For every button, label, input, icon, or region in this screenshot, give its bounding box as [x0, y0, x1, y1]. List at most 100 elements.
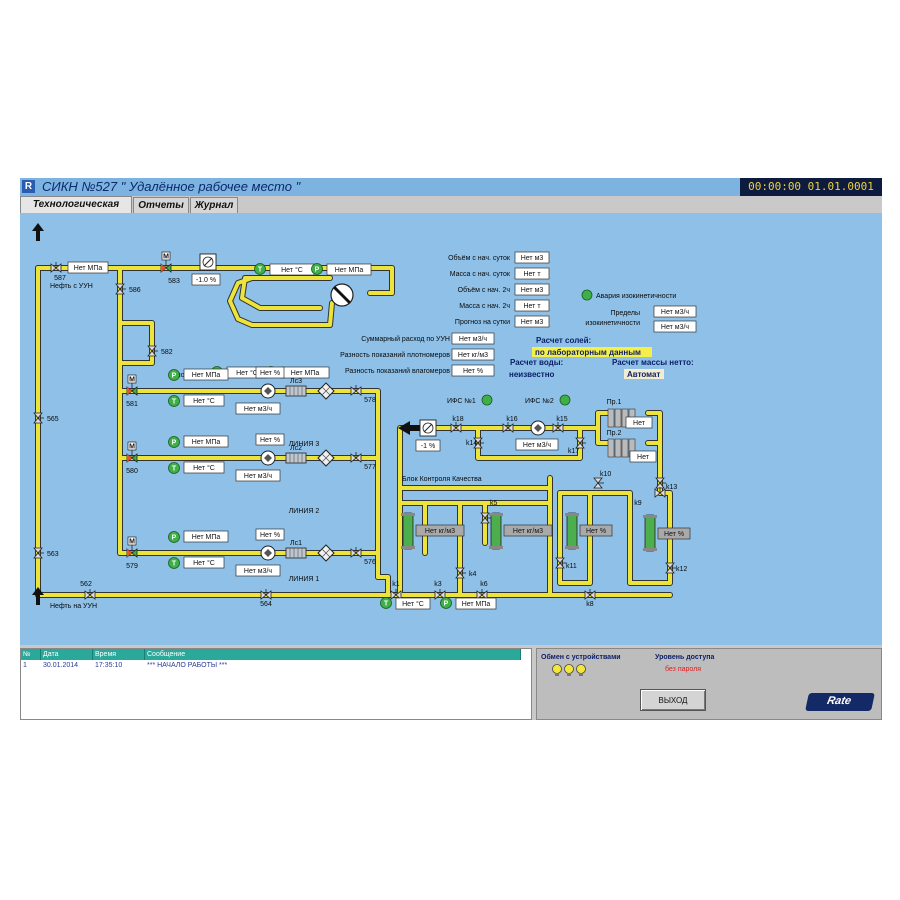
water-cut-line2-value[interactable]: Нет %: [255, 433, 285, 446]
valve-k16[interactable]: [502, 422, 514, 433]
summary-value-2[interactable]: Нет м3: [514, 283, 550, 296]
prover-2[interactable]: [607, 438, 636, 458]
flow-meter-line1[interactable]: [260, 545, 276, 561]
log-col-date[interactable]: Дата: [41, 649, 93, 660]
pressure-line1-value[interactable]: Нет МПа: [183, 530, 229, 543]
valve-576[interactable]: [350, 547, 362, 558]
regulator-2-value[interactable]: -1 %: [415, 439, 441, 452]
densitometer-2-icon[interactable]: [489, 512, 503, 550]
valve-562[interactable]: [84, 589, 96, 600]
pressure-indicator-bkk[interactable]: P: [440, 597, 452, 609]
valve-k5[interactable]: [480, 512, 491, 524]
isokinetic-limit-2[interactable]: Нет м3/ч: [653, 320, 697, 333]
temp-indicator-line2[interactable]: T: [168, 462, 180, 474]
valve-564[interactable]: [260, 589, 272, 600]
valve-k15[interactable]: [552, 422, 564, 433]
densitometer-line1[interactable]: [285, 547, 307, 559]
temp-indicator-top[interactable]: T: [254, 263, 266, 275]
valve-k4[interactable]: [455, 567, 466, 579]
flow-value-2[interactable]: Нет %: [451, 364, 495, 377]
valve-587[interactable]: [50, 262, 62, 273]
log-col-message[interactable]: Сообщение: [145, 649, 521, 660]
tab-tech-scheme[interactable]: Технологическая схема: [20, 196, 132, 225]
flow-meter-bkk[interactable]: [530, 420, 546, 436]
filter-line1-icon[interactable]: [317, 544, 335, 562]
valve-k3[interactable]: [434, 589, 446, 600]
pressure-bil-value[interactable]: Нет МПа: [280, 366, 330, 379]
temp-top-value[interactable]: Нет °С: [269, 263, 315, 276]
valve-k1[interactable]: [390, 589, 402, 600]
pressure-indicator-line1[interactable]: P: [168, 531, 180, 543]
motor-valve-579[interactable]: M: [126, 536, 138, 558]
filter-line3-icon[interactable]: [317, 382, 335, 400]
pressure-top-value[interactable]: Нет МПа: [326, 263, 372, 276]
densitometer-line3[interactable]: [285, 385, 307, 397]
motor-valve-580[interactable]: M: [126, 441, 138, 463]
flow-bkk-value[interactable]: Нет м3/ч: [515, 438, 559, 451]
prover-2-value[interactable]: Нет: [629, 450, 657, 463]
flow-value-1[interactable]: Нет кг/м3: [451, 348, 495, 361]
valve-k6[interactable]: [476, 589, 488, 600]
valve-586[interactable]: [115, 283, 126, 295]
flow-line2-value[interactable]: Нет м3/ч: [235, 469, 281, 482]
density-2-value[interactable]: Нет кг/м3: [503, 524, 553, 537]
moisture-meter-1-icon[interactable]: [565, 512, 579, 550]
valve-563[interactable]: [33, 547, 44, 559]
filter-line2-icon[interactable]: [317, 449, 335, 467]
regulator-icon[interactable]: [199, 253, 217, 271]
pressure-587-value[interactable]: Нет МПа: [67, 261, 109, 274]
log-col-number[interactable]: №: [21, 649, 41, 660]
valve-k12[interactable]: [665, 562, 676, 574]
valve-k13[interactable]: [655, 477, 666, 489]
exit-button[interactable]: ВЫХОД: [640, 689, 706, 711]
temp-indicator-bkk[interactable]: T: [380, 597, 392, 609]
log-col-time[interactable]: Время: [93, 649, 145, 660]
valve-578[interactable]: [350, 385, 362, 396]
water-cut-line3-value[interactable]: Нет %: [255, 366, 285, 379]
flow-meter-line2[interactable]: [260, 450, 276, 466]
tab-journal[interactable]: Журнал: [190, 197, 238, 213]
flow-meter-line3[interactable]: [260, 383, 276, 399]
moisture-2-value[interactable]: Нет %: [657, 527, 691, 540]
density-1-value[interactable]: Нет кг/м3: [415, 524, 465, 537]
pressure-indicator-line3[interactable]: P: [168, 369, 180, 381]
valve-k11[interactable]: [555, 557, 566, 569]
temp-line3-value[interactable]: Нет °С: [183, 394, 225, 407]
prover-1-value[interactable]: Нет: [625, 416, 653, 429]
summary-value-0[interactable]: Нет м3: [514, 251, 550, 264]
densitometer-1-icon[interactable]: [401, 512, 415, 550]
tab-reports[interactable]: Отчеты: [133, 197, 189, 213]
regulator-2-icon[interactable]: [419, 419, 437, 437]
water-cut-line1-value[interactable]: Нет %: [255, 528, 285, 541]
flow-line3-value[interactable]: Нет м3/ч: [235, 402, 281, 415]
pressure-indicator-top[interactable]: P: [311, 263, 323, 275]
regulator-value[interactable]: -1.0 %: [191, 273, 221, 286]
moisture-1-value[interactable]: Нет %: [579, 524, 613, 537]
valve-k9[interactable]: [654, 487, 666, 498]
flow-value-0[interactable]: Нет м3/ч: [451, 332, 495, 345]
valve-k10[interactable]: [593, 477, 604, 489]
pressure-indicator-line2[interactable]: P: [168, 436, 180, 448]
motor-valve-581[interactable]: M: [126, 374, 138, 396]
pressure-bkk-value[interactable]: Нет МПа: [455, 597, 497, 610]
motor-valve-583[interactable]: M: [160, 251, 172, 273]
valve-k18[interactable]: [450, 422, 462, 433]
temp-line2-value[interactable]: Нет °С: [183, 461, 225, 474]
temp-bkk-value[interactable]: Нет °С: [395, 597, 431, 610]
temp-line1-value[interactable]: Нет °С: [183, 556, 225, 569]
pressure-line3-value[interactable]: Нет МПа: [183, 368, 229, 381]
flow-line1-value[interactable]: Нет м3/ч: [235, 564, 281, 577]
summary-value-3[interactable]: Нет т: [514, 299, 550, 312]
summary-value-4[interactable]: Нет м3: [514, 315, 550, 328]
valve-k14[interactable]: [473, 437, 484, 449]
pressure-line2-value[interactable]: Нет МПа: [183, 435, 229, 448]
valve-582[interactable]: [147, 345, 158, 357]
valve-565[interactable]: [33, 412, 44, 424]
moisture-meter-2-icon[interactable]: [643, 514, 657, 552]
valve-k8[interactable]: [584, 589, 596, 600]
valve-577[interactable]: [350, 452, 362, 463]
temp-indicator-line3[interactable]: T: [168, 395, 180, 407]
temp-indicator-line1[interactable]: T: [168, 557, 180, 569]
densitometer-line2[interactable]: [285, 452, 307, 464]
summary-value-1[interactable]: Нет т: [514, 267, 550, 280]
